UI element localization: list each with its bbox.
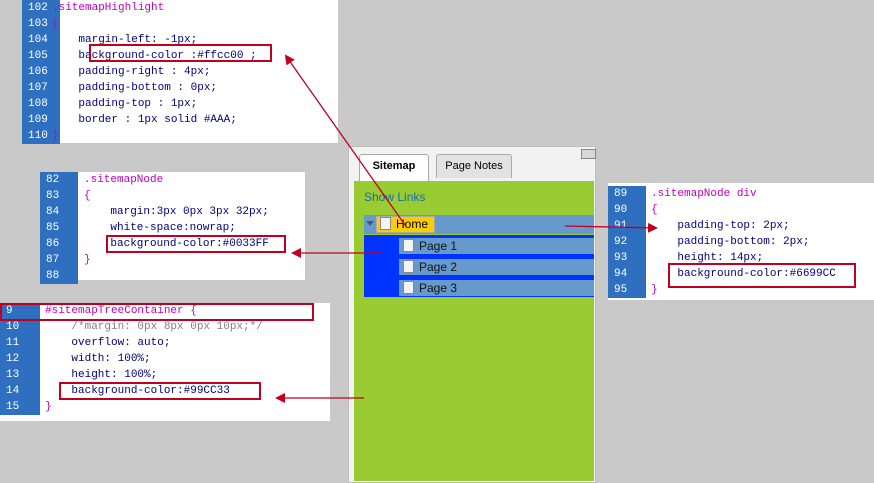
home-node[interactable]: Home [376, 216, 435, 233]
code-line: { [84, 190, 91, 202]
panel-minimize-button[interactable] [581, 149, 596, 159]
line-number: 88 [40, 268, 78, 284]
highlight-box-bg-ffcc00 [89, 44, 272, 62]
code-panel-sitemap-node: 82 .sitemapNode 83 {84 margin:3px 0px 3px 3… [40, 172, 305, 284]
line-number: 84 [40, 204, 78, 220]
code-line: overflow: auto; [45, 337, 171, 349]
page-node-label: Page 1 [419, 239, 458, 253]
line-number: 108 [22, 96, 60, 112]
code-line: .sitemapHighlight [52, 2, 165, 14]
line-number: 93 [608, 250, 646, 266]
line-number: 9 [0, 303, 40, 319]
code-line: { [651, 204, 658, 216]
line-number: 95 [608, 282, 646, 298]
highlight-box-tree-container [0, 303, 314, 321]
line-number: 85 [40, 220, 78, 236]
code-line: border : 1px solid #AAA; [52, 114, 237, 126]
code-line: } [84, 254, 91, 266]
sitemap-tree-container: Show Links Home Page 1 Page 2 Page 3 [354, 181, 594, 481]
code-line: } [45, 401, 52, 413]
highlight-box-bg-99cc33 [59, 382, 261, 400]
page-node-label: Page 2 [419, 260, 458, 274]
home-node-label: Home [396, 217, 429, 231]
code-line: background-color :#ffcc00 ; [52, 50, 257, 62]
page-node-2[interactable]: Page 2 [399, 259, 594, 275]
code-line: margin-left: -1px; [52, 34, 198, 46]
page-icon [403, 239, 414, 253]
line-number: 89 [608, 186, 646, 202]
page-node-3[interactable]: Page 3 [399, 280, 594, 296]
line-number: 103 [22, 16, 60, 32]
line-number: 105 [22, 48, 60, 64]
line-number: 86 [40, 236, 78, 252]
line-number: 90 [608, 202, 646, 218]
line-number: 102 [22, 0, 60, 16]
code-line: height: 14px; [651, 252, 764, 264]
page-icon [403, 260, 414, 274]
code-line: } [651, 284, 658, 296]
page-icon [403, 281, 414, 295]
line-number: 109 [22, 112, 60, 128]
line-number: 110 [22, 128, 60, 144]
line-number: 14 [0, 383, 40, 399]
line-number: 15 [0, 399, 40, 415]
line-number: 87 [40, 252, 78, 268]
code-line: margin:3px 0px 3px 32px; [84, 206, 269, 218]
sitemap-panel: Sitemap Page Notes Show Links Home Page … [348, 146, 596, 483]
code-line: background-color:#99CC33 [45, 385, 230, 397]
line-number: 12 [0, 351, 40, 367]
code-line: /*margin: 0px 8px 0px 10px;*/ [45, 321, 263, 333]
code-line: padding-bottom: 2px; [651, 236, 810, 248]
code-line: #sitemapTreeContainer { [45, 305, 197, 317]
expand-triangle-icon[interactable] [366, 221, 374, 226]
arrow-to-node-div [564, 222, 658, 233]
arrow-to-highlight [284, 54, 406, 226]
code-panel-sitemap-node-div: 89 .sitemapNode div 90 {91 padding-top: 2px… [608, 183, 874, 300]
page-icon [380, 217, 391, 231]
code-line: } [52, 130, 59, 142]
tab-page-notes[interactable]: Page Notes [436, 154, 512, 178]
page-node-1[interactable]: Page 1 [399, 238, 594, 254]
line-number: 83 [40, 188, 78, 204]
code-line: width: 100%; [45, 353, 151, 365]
line-number: 11 [0, 335, 40, 351]
code-line: .sitemapNode div [651, 188, 757, 200]
line-number: 13 [0, 367, 40, 383]
code-line: padding-top : 1px; [52, 98, 198, 110]
line-number: 94 [608, 266, 646, 282]
show-links-link[interactable]: Show Links [364, 190, 426, 204]
code-line: .sitemapNode [84, 174, 164, 186]
code-line: { [52, 18, 59, 30]
code-panel-tree-container: 9 #sitemapTreeContainer { 10 /*margin: 0px… [0, 303, 330, 421]
highlight-box-bg-0033ff [106, 235, 286, 253]
code-panel-sitemap-highlight: 102.sitemapHighlight 103{104 margin-left:… [22, 0, 338, 144]
page-node-label: Page 3 [419, 281, 458, 295]
code-line: background-color:#6699CC [651, 268, 836, 280]
line-number: 10 [0, 319, 40, 335]
highlight-box-bg-6699cc [668, 263, 856, 288]
line-number: 92 [608, 234, 646, 250]
line-number: 91 [608, 218, 646, 234]
code-line: white-space:nowrap; [84, 222, 236, 234]
code-line: background-color:#0033FF [84, 238, 269, 250]
line-number: 106 [22, 64, 60, 80]
line-number: 107 [22, 80, 60, 96]
line-number: 82 [40, 172, 78, 188]
code-line: height: 100%; [45, 369, 158, 381]
code-line: padding-bottom : 0px; [52, 82, 218, 94]
line-number: 104 [22, 32, 60, 48]
code-line: padding-right : 4px; [52, 66, 211, 78]
code-line: padding-top: 2px; [651, 220, 790, 232]
